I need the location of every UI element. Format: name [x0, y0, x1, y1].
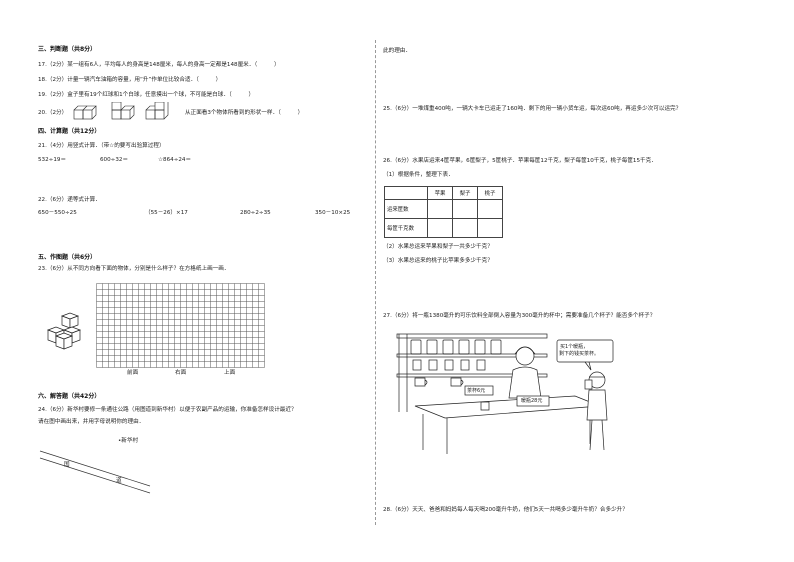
table-cell[interactable]	[427, 199, 453, 219]
question-17: 17.（2分）某一组有6人，平均每人的身高是148厘米，每人的身高一定都是148…	[38, 62, 280, 68]
road-label-2: 道	[116, 478, 122, 484]
expr-2: （55－26）×17	[145, 210, 188, 216]
label-front-view: 前面	[127, 370, 139, 376]
table-header-pear: 梨子	[452, 186, 478, 200]
q20-cube-figures	[73, 102, 169, 120]
question-19: 19.（2分）盒子里有19个红球和1个白球，任意摸出一个球，不可能是白球．（ ）	[38, 92, 255, 98]
continued-text: 此的理由．	[383, 48, 411, 54]
question-28: 28.（6分）天天、爸爸和妈妈每人每天喝200毫升牛奶，他们5天一共喝多少毫升牛…	[383, 507, 628, 513]
question-26-part-3: （3）水果总运来的桃子比苹果多多少千克？	[383, 258, 493, 264]
question-23: 23.（6分）从不同方向看下面的物体，分别是什么样子？在方格纸上画一画．	[38, 266, 230, 272]
q23-cube-stack	[47, 312, 81, 350]
speech-bubble-line-1: 买1个暖瓶，	[560, 344, 589, 350]
section-6-title: 六、解答题（共42分）	[38, 393, 101, 400]
table-cell[interactable]	[477, 218, 503, 238]
table-cell[interactable]	[452, 199, 478, 219]
question-27: 27.（6分）将一瓶1380毫升的可乐饮料全部倒入容量为300毫升的杯中；需要准…	[383, 313, 656, 319]
question-22: 22.（6分）递等式计算．	[38, 197, 101, 203]
section-5-title: 五、作图题（共6分）	[38, 254, 97, 261]
column-divider	[375, 40, 376, 525]
fruit-table: 苹果 梨子 桃子 运来筐数 每筐千克数	[384, 186, 503, 238]
table-cell[interactable]	[452, 218, 478, 238]
table-cell[interactable]	[427, 218, 453, 238]
question-24-line-2: 请在图中画出来，并用字母说明你的理由．	[38, 419, 145, 425]
shop-illustration	[396, 333, 614, 454]
question-26: 26.（6分）水果店运来4筐苹果，6筐梨子，5筐桃子．苹果每筐12千克，梨子每筐…	[383, 158, 657, 164]
label-right-view: 右面	[175, 370, 187, 376]
table-cell[interactable]	[477, 199, 503, 219]
calc-3: ☆864÷24＝	[158, 157, 192, 163]
price-tag-flask: 暖瓶28元	[521, 398, 543, 404]
expr-3: 280÷2÷35	[240, 210, 271, 216]
village-point: •新华村	[118, 438, 139, 444]
national-road-drawing	[39, 450, 151, 494]
expr-1: 650－550÷25	[38, 210, 77, 216]
question-21: 21.（4分）用竖式计算．（带☆的要写出验算过程）	[38, 143, 165, 149]
question-24-line-1: 24.（6分）新华村要修一条通往公路（用图道到新华村）以便于农副产品的运输，你准…	[38, 407, 297, 413]
expr-4: 350－10×25	[315, 210, 351, 216]
price-tag-cup: 茶杯6元	[467, 388, 486, 394]
question-25: 25.（6分）一堆煤重400吨，一辆大卡车已运走了160吨．剩下的用一辆小货车运…	[383, 106, 682, 112]
question-18: 18.（2分）计量一辆汽车油箱的容量，用“升”作单位比较合适．（ ）	[38, 77, 222, 83]
table-row-kg-per-basket: 每筐千克数	[384, 218, 428, 238]
grid-paper[interactable]	[96, 283, 266, 368]
question-26-part-1: （1）根据条件，整理下表．	[383, 172, 454, 178]
table-header-apple: 苹果	[427, 186, 453, 200]
section-3-title: 三、判断题（共8分）	[38, 46, 97, 53]
road-label-1: 国	[64, 462, 70, 468]
table-header-empty	[384, 186, 428, 200]
calc-1: 532÷19＝	[38, 157, 67, 163]
label-top-view: 上面	[224, 370, 236, 376]
question-26-part-2: （2）水果总运来苹果和梨子一共多少千克？	[383, 244, 493, 250]
table-header-peach: 桃子	[477, 186, 503, 200]
table-row-baskets: 运来筐数	[384, 199, 428, 219]
speech-bubble-line-2: 剩下的钱买茶杯。	[559, 351, 600, 357]
calc-2: 600÷32＝	[100, 157, 129, 163]
question-20-text: 从正面看3个物体所看到的形状一样．（ ）	[185, 110, 304, 116]
question-20-number: 20.（2分）	[38, 110, 68, 116]
section-4-title: 四、计算题（共12分）	[38, 128, 101, 135]
